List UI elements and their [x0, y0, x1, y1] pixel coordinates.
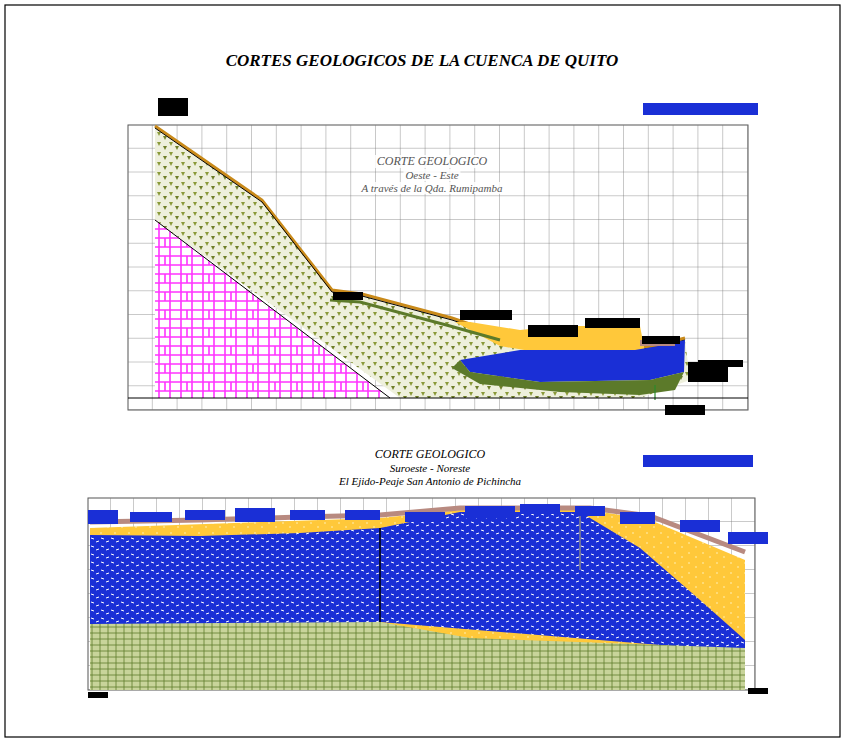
section-direction: Oeste - Este [403, 169, 460, 181]
diagram-title: CORTES GEOLOGICOS DE LA CUENCA DE QUITO [212, 50, 632, 71]
section-title: CORTE GEOLOGICO [375, 155, 489, 168]
section-location: El Ejido-Peaje San Antonio de Pichincha [339, 475, 521, 487]
section-title: CORTE GEOLOGICO [375, 448, 485, 461]
section-direction: Suroeste - Noreste [390, 462, 470, 474]
section-location: A través de la Qda. Rumipamba [360, 182, 505, 194]
